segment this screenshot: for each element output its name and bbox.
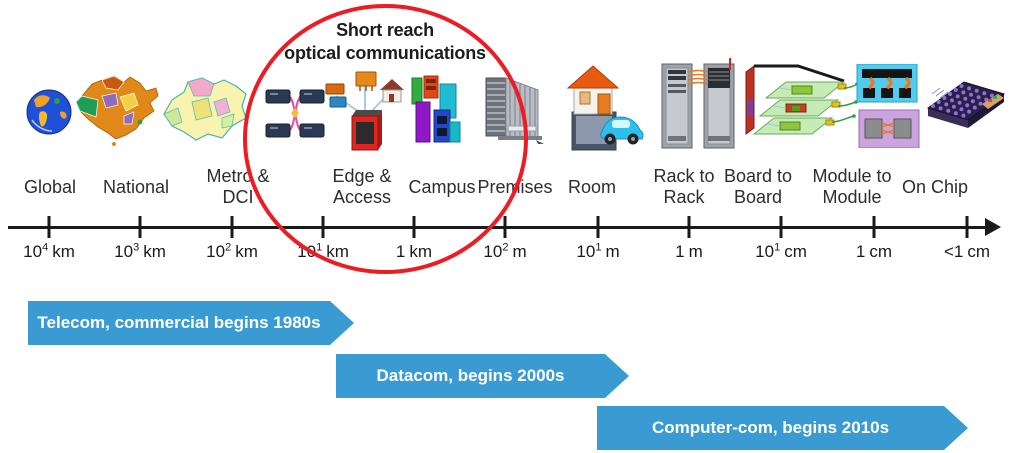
axis-tick	[503, 216, 507, 238]
axis-tick	[138, 216, 142, 238]
banner-telecom: Telecom, commercial begins 1980s	[28, 301, 330, 345]
scale-label-on-chip: On Chip	[901, 177, 969, 197]
server-racks-icon	[658, 58, 740, 159]
optical-modules-icon	[856, 63, 922, 153]
scale-label-global: Global	[23, 177, 77, 197]
scale-label-national: National	[102, 177, 170, 197]
scale-label-rack-to-rack: Rack to Rack	[653, 166, 715, 207]
metro-map-icon	[158, 74, 250, 151]
banner-datacom: Datacom, begins 2000s	[336, 354, 605, 398]
banner-computer-com: Computer-com, begins 2010s	[597, 406, 944, 450]
annotation-title: Short reach optical communications	[284, 19, 486, 65]
banner-telecom-label: Telecom, commercial begins 1980s	[37, 313, 321, 332]
circuit-boards-icon	[740, 60, 859, 155]
axis-tick	[230, 216, 234, 238]
axis-tick	[965, 216, 969, 238]
photonic-chip-icon	[924, 74, 1008, 139]
scale-label-board-to-board: Board to Board	[723, 166, 793, 207]
house-and-car-icon	[556, 60, 646, 159]
axis-tick	[596, 216, 600, 238]
banner-telecom-arrow-tip	[330, 301, 354, 345]
scale-label-room: Room	[567, 177, 617, 197]
distance-axis-line	[8, 226, 988, 229]
banner-computer-com-label: Computer-com, begins 2010s	[651, 418, 890, 437]
banner-datacom-arrow-tip	[605, 354, 629, 398]
scale-label-module-to-module: Module to Module	[812, 166, 892, 207]
axis-tick	[47, 216, 51, 238]
axis-tick	[779, 216, 783, 238]
highlight-circle	[243, 4, 528, 274]
globe-icon	[24, 88, 74, 143]
banner-computer-com-arrow-tip	[944, 406, 968, 450]
axis-arrowhead-icon	[985, 218, 1001, 236]
annotation-line2: optical communications	[284, 43, 486, 63]
national-map-icon	[70, 72, 160, 155]
annotation-line1: Short reach	[336, 20, 434, 40]
banner-datacom-label: Datacom, begins 2000s	[376, 366, 565, 385]
axis-tick	[872, 216, 876, 238]
axis-tick	[687, 216, 691, 238]
